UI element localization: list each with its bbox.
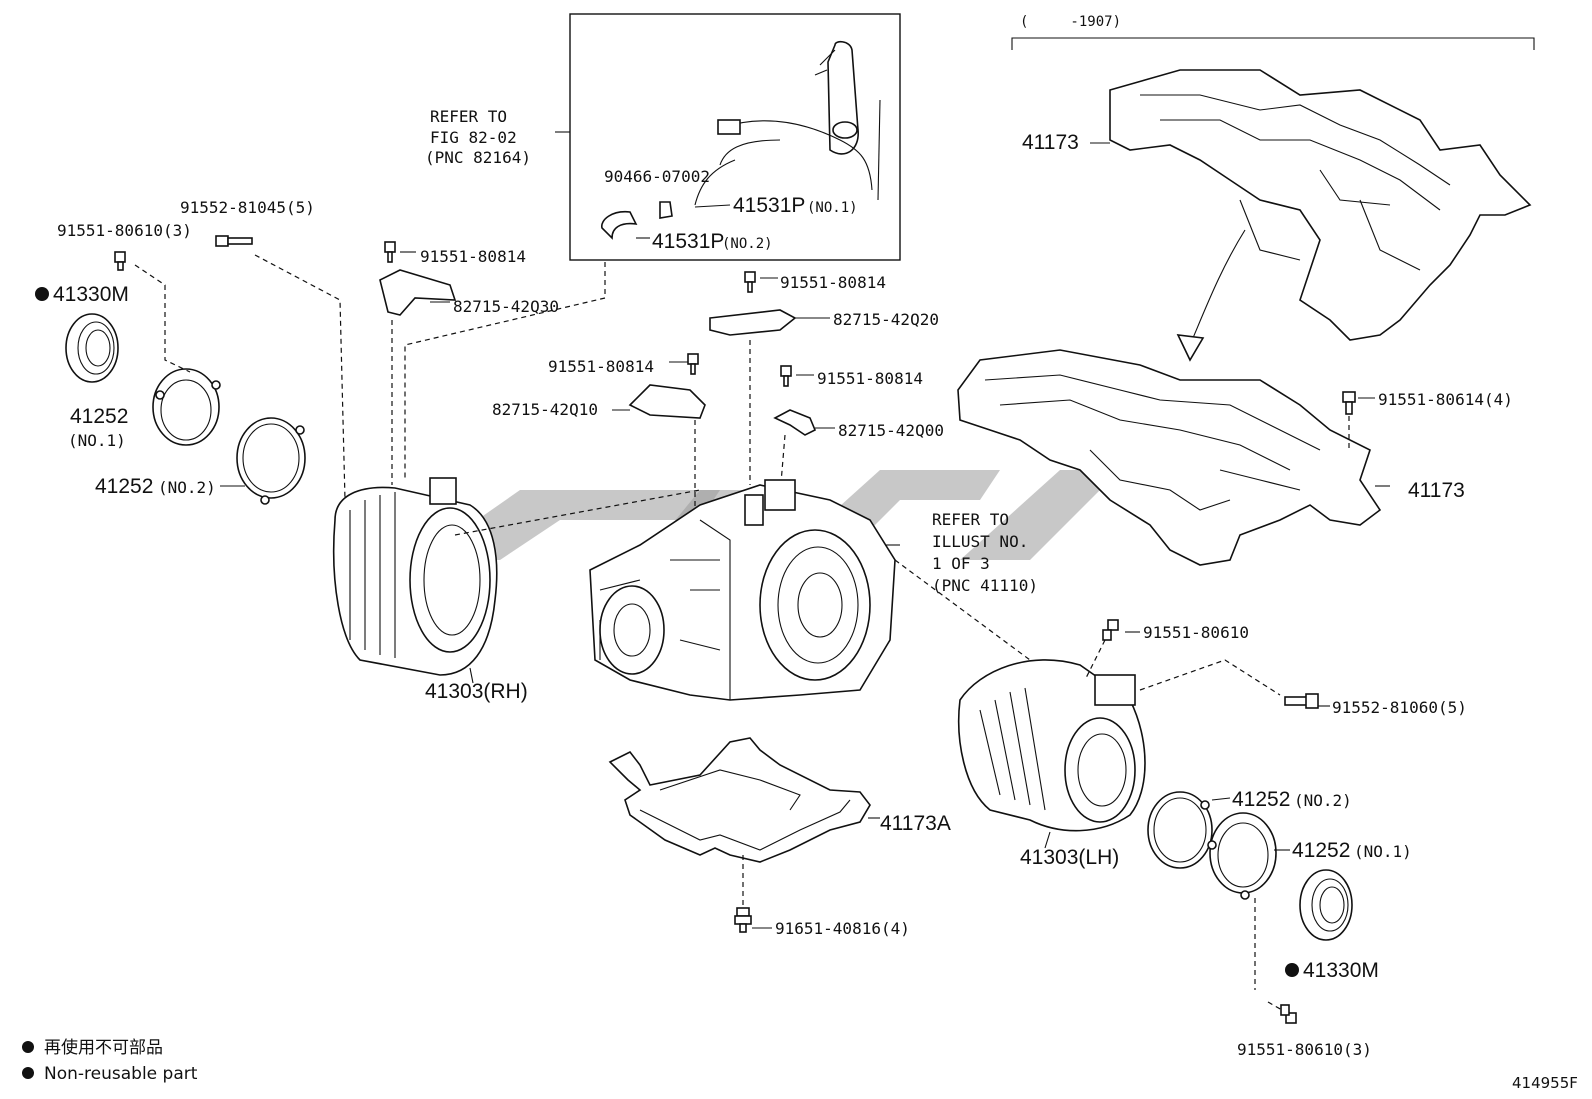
refer-note-fig-82-02: REFER TO FIG 82-02 (PNC 82164) xyxy=(425,107,531,167)
label-82715-42q00: 82715-42Q00 xyxy=(838,421,944,440)
bolt-91552-81060 xyxy=(1284,693,1330,709)
assembly-line-lh xyxy=(894,559,1031,661)
cover-41252-no1-rh xyxy=(152,368,221,446)
label-91551-80814-b: 91551-80814 xyxy=(780,273,886,292)
bracket-82715-42q10 xyxy=(612,353,706,560)
figure-code: 414955F xyxy=(1512,1074,1578,1092)
legend-line-2: Non-reusable part xyxy=(44,1064,198,1084)
bolt-91551-80614 xyxy=(1342,391,1375,450)
label-41531p-no2-suffix: (NO.2) xyxy=(722,236,773,252)
label-91552-81060: 91552-81060(5) xyxy=(1332,698,1467,717)
arrow-indicator xyxy=(1176,229,1246,362)
label-41531p-no1-suffix: (NO.1) xyxy=(807,200,858,216)
refer-illust-line-4: (PNC 41110) xyxy=(932,576,1038,595)
label-41252-no2-lh: 41252 xyxy=(1232,788,1290,811)
label-41252-no1-lh-suffix: (NO.1) xyxy=(1354,842,1412,861)
label-41252-no2-lh-suffix: (NO.2) xyxy=(1294,791,1352,810)
refer-fig-line-3: (PNC 82164) xyxy=(425,148,531,167)
label-41252-no1-rh-suffix: (NO.1) xyxy=(68,431,126,450)
label-91551-80814-c: 91551-80814 xyxy=(548,357,654,376)
legend-line-1: 再使用不可部品 xyxy=(44,1037,163,1058)
refer-illust-line-2: ILLUST NO. xyxy=(932,532,1028,551)
gasket-41252-no2-lh xyxy=(1147,791,1231,869)
bolt-91551-80610-3-lh xyxy=(1267,1001,1297,1024)
label-41252-no2-rh: 41252 xyxy=(95,475,153,498)
label-41252-no2-rh-suffix: (NO.2) xyxy=(158,478,216,497)
label-91551-80614: 91551-80614(4) xyxy=(1378,390,1513,409)
refer-fig-line-1: REFER TO xyxy=(430,107,507,126)
under-cover-41173a xyxy=(608,737,880,863)
insulator-41173-lower xyxy=(957,349,1382,566)
assembly-line-rh xyxy=(454,489,701,536)
cover-41252-no1-lh xyxy=(1207,812,1290,990)
label-82715-42q30: 82715-42Q30 xyxy=(453,297,559,316)
label-41303-rh: 41303(RH) xyxy=(425,680,528,703)
bracket-82715-42q20 xyxy=(709,271,830,485)
motor-housing-41303-lh xyxy=(957,659,1281,832)
label-91651-40816: 91651-40816(4) xyxy=(775,919,910,938)
label-41173a: 41173A xyxy=(880,812,951,835)
non-reusable-marker-rh xyxy=(35,287,49,301)
label-41252-no1-lh: 41252 xyxy=(1292,839,1350,862)
non-reusable-marker-lh xyxy=(1285,963,1299,977)
bolt-91551-80610-lh xyxy=(1084,619,1140,681)
bolt-91552-81045 xyxy=(215,235,346,501)
refer-fig-line-2: FIG 82-02 xyxy=(430,128,517,147)
legend: 再使用不可部品 Non-reusable part xyxy=(22,1037,198,1084)
label-91551-80610-rh: 91551-80610(3) xyxy=(57,221,192,240)
leader-lines xyxy=(220,131,1390,849)
applicability-bracket: ( -1907) xyxy=(1011,14,1535,50)
label-91551-80610-lh: 91551-80610 xyxy=(1143,623,1249,642)
oil-seal-41330m-lh xyxy=(1299,869,1353,941)
legend-bullet-2 xyxy=(22,1067,34,1079)
bolt-91651-40816 xyxy=(734,855,772,933)
gasket-41252-no2-rh xyxy=(236,417,306,505)
legend-bullet-1 xyxy=(22,1041,34,1053)
label-41173-mid: 41173 xyxy=(1408,479,1465,502)
oil-seal-41330m-rh xyxy=(65,313,119,383)
label-91552-81045: 91552-81045(5) xyxy=(180,198,315,217)
refer-illust-line-1: REFER TO xyxy=(932,510,1009,529)
bracket-82715-42q00 xyxy=(773,365,835,496)
label-91551-80814-a: 91551-80814 xyxy=(420,247,526,266)
range-note: ( -1907) xyxy=(1020,14,1121,30)
hose-refer-box xyxy=(569,13,901,261)
label-91551-80814-d: 91551-80814 xyxy=(817,369,923,388)
motor-housing-41303-rh xyxy=(332,477,498,676)
refer-illust-line-3: 1 OF 3 xyxy=(932,554,990,573)
label-90466-07002: 90466-07002 xyxy=(604,167,710,186)
refer-note-illust: REFER TO ILLUST NO. 1 OF 3 (PNC 41110) xyxy=(932,510,1038,595)
label-41173-top: 41173 xyxy=(1022,131,1079,154)
label-91551-80610-3-lh: 91551-80610(3) xyxy=(1237,1040,1372,1059)
label-82715-42q10: 82715-42Q10 xyxy=(492,400,598,419)
part-labels: 41173 41173 41173A 91551-80614(4) 91552-… xyxy=(53,131,1513,1059)
label-41252-no1-rh: 41252 xyxy=(70,405,128,428)
transaxle-assembly xyxy=(589,479,896,701)
label-41531p-no1: 41531P xyxy=(733,194,805,217)
bracket-82715-42q30 xyxy=(379,241,606,485)
label-41531p-no2: 41531P xyxy=(652,230,724,253)
label-82715-42q20: 82715-42Q20 xyxy=(833,310,939,329)
label-41303-lh: 41303(LH) xyxy=(1020,846,1119,869)
insulator-41173-upper xyxy=(1109,69,1532,341)
label-41330m-rh: 41330M xyxy=(53,283,129,306)
label-41330m-lh: 41330M xyxy=(1303,959,1379,982)
bolt-91551-80610-rh xyxy=(114,251,191,373)
